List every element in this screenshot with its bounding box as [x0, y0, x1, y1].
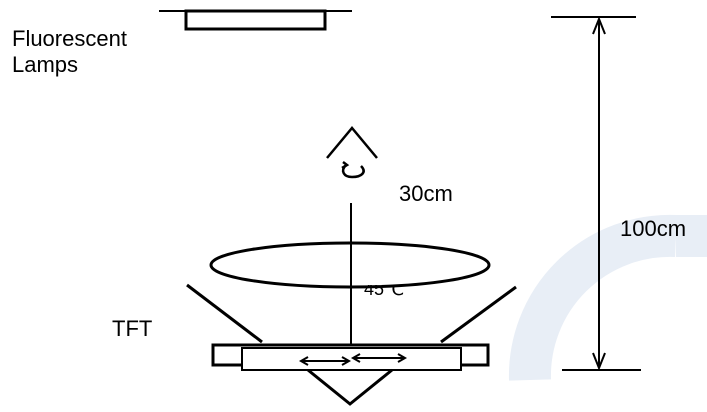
lamp-label: Fluorescent Lamps	[12, 26, 127, 78]
angle-label: 45℃	[364, 279, 405, 299]
panel-arrows	[298, 353, 408, 366]
cone-edge-left	[186, 283, 263, 344]
fluorescent-lamp	[184, 9, 327, 31]
cone-edge-right	[440, 285, 517, 344]
backlight-support	[307, 368, 393, 406]
lamp-label-line-2: Lamps	[12, 52, 79, 77]
height-label: 100cm	[620, 216, 687, 241]
tft-panel	[241, 347, 462, 371]
watermark-arc	[508, 214, 707, 381]
lamp-label-line-1: Fluorescent	[12, 26, 127, 51]
viewing-cone-ellipse	[209, 241, 491, 289]
eye-icon	[326, 126, 378, 179]
tft-label: TFT	[112, 316, 153, 341]
distance-label: 30cm	[399, 181, 453, 206]
height-dimension	[551, 16, 641, 371]
